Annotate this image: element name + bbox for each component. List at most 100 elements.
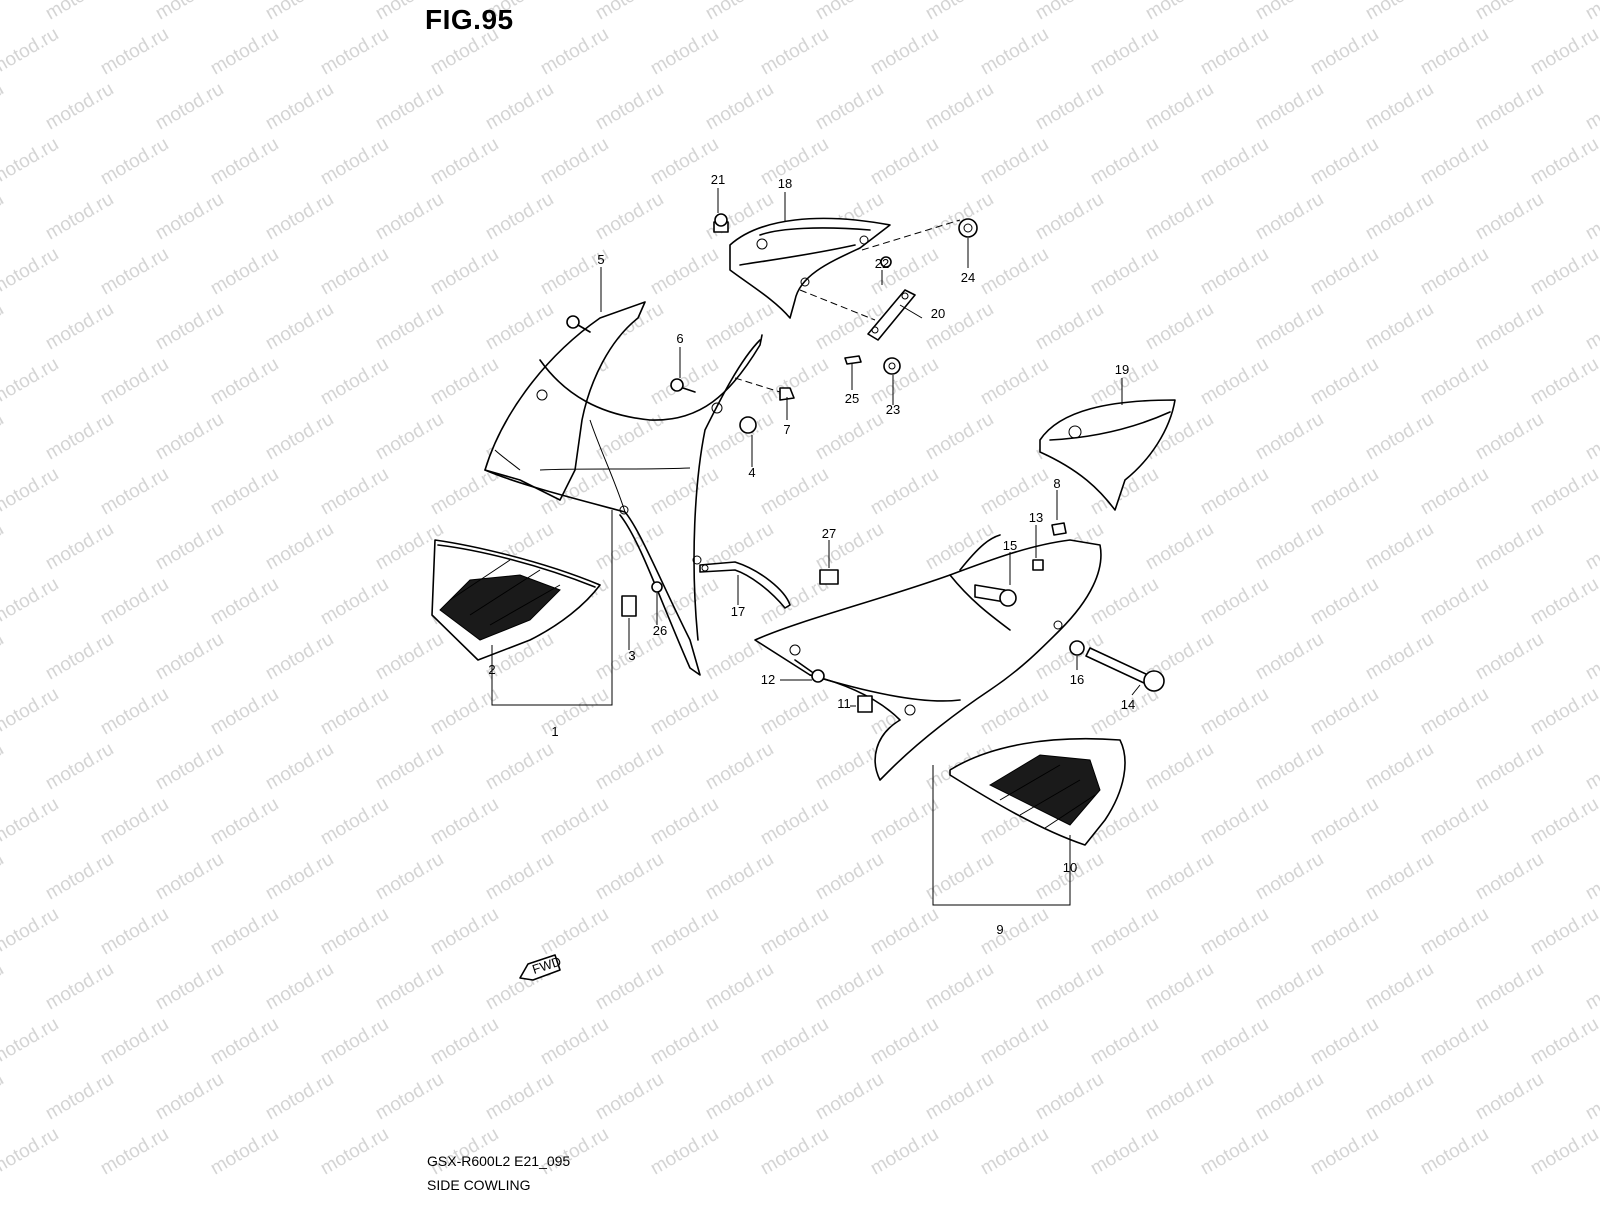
watermark-text: motod.ru [702,79,777,135]
watermark-text: motod.ru [1417,574,1492,630]
watermark-text: motod.ru [152,519,227,575]
watermark-text: motod.ru [97,794,172,850]
watermark-text: motod.ru [42,959,117,1015]
callout-16: 16 [1070,672,1084,687]
watermark-text: motod.ru [1142,739,1217,795]
watermark-text: motod.ru [812,409,887,465]
watermark-text: motod.ru [757,24,832,80]
watermark-text: motod.ru [152,409,227,465]
watermark-text: motod.ru [262,189,337,245]
watermark-text: motod.ru [537,24,612,80]
watermark-text: motod.ru [1087,904,1162,960]
watermark-text: motod.ru [0,24,62,80]
watermark-text: motod.ru [1472,79,1547,135]
watermark-text: motod.ru [1252,409,1327,465]
watermark-text: motod.ru [1197,1124,1272,1180]
watermark-text: motod.ru [702,409,777,465]
callout-13: 13 [1029,510,1043,525]
callout-1: 1 [551,724,558,739]
watermark-text: motod.ru [42,519,117,575]
callout-24: 24 [961,270,975,285]
watermark-text: motod.ru [1527,794,1600,850]
watermark-text: motod.ru [262,739,337,795]
watermark-text: motod.ru [867,354,942,410]
watermark-text: motod.ru [0,464,62,520]
callout-10: 10 [1063,860,1077,875]
watermark-text: motod.ru [1527,904,1600,960]
watermark-text: motod.ru [1032,189,1107,245]
watermark-text: motod.ru [1582,629,1600,685]
bracket [867,289,916,341]
upper-right-cowl [1039,399,1176,511]
watermark-text: motod.ru [1527,574,1600,630]
watermark-text: motod.ru [0,409,7,465]
watermark-text: motod.ru [1362,189,1437,245]
watermark-text: motod.ru [427,244,502,300]
callout-15: 15 [1003,538,1017,553]
watermark-text: motod.ru [1142,519,1217,575]
watermark-text: motod.ru [592,739,667,795]
watermark-text: motod.ru [1087,244,1162,300]
watermark-text: motod.ru [1307,464,1382,520]
watermark-text: motod.ru [1472,1069,1547,1125]
watermark-text: motod.ru [1472,519,1547,575]
watermark-text: motod.ru [152,299,227,355]
watermark-text: motod.ru [0,299,7,355]
watermark-text: motod.ru [1252,519,1327,575]
watermark-text: motod.ru [647,24,722,80]
watermark-text: motod.ru [647,354,722,410]
watermark-text: motod.ru [427,1014,502,1070]
watermark-text: motod.ru [922,0,997,24]
watermark-text: motod.ru [1472,189,1547,245]
watermark-text: motod.ru [977,1124,1052,1180]
watermark-text: motod.ru [262,519,337,575]
watermark-text: motod.ru [262,0,337,24]
watermark-text: motod.ru [97,464,172,520]
callout-7: 7 [783,422,790,437]
watermark-text: motod.ru [1472,959,1547,1015]
watermark-text: motod.ru [702,959,777,1015]
watermark-text: motod.ru [427,794,502,850]
watermark-text: motod.ru [0,684,62,740]
watermark-text: motod.ru [812,959,887,1015]
watermark-text: motod.ru [867,24,942,80]
watermark-text: motod.ru [1527,134,1600,190]
callout-8: 8 [1053,476,1060,491]
watermark-text: motod.ru [812,1069,887,1125]
watermark-text: motod.ru [317,354,392,410]
watermark-text: motod.ru [1142,299,1217,355]
watermark-text: motod.ru [1417,24,1492,80]
watermark-text: motod.ru [702,1069,777,1125]
watermark-text: motod.ru [1527,354,1600,410]
watermark-text: motod.ru [1252,959,1327,1015]
figure-title: FIG.95 [425,4,514,35]
watermark-text: motod.ru [1362,409,1437,465]
watermark-text: motod.ru [1362,519,1437,575]
left-side-cowling [484,301,763,676]
watermark-text: motod.ru [1252,739,1327,795]
watermark-text: motod.ru [0,519,7,575]
watermark-text: motod.ru [427,354,502,410]
watermark-text: motod.ru [317,464,392,520]
watermark-text: motod.ru [537,684,612,740]
watermark-text: motod.ru [592,0,667,24]
watermark-text: motod.ru [1252,1069,1327,1125]
watermark-text: motod.ru [1582,189,1600,245]
watermark-text: motod.ru [592,849,667,905]
callout-20: 20 [931,306,945,321]
watermark-text: motod.ru [977,134,1052,190]
watermark-text: motod.ru [757,904,832,960]
watermark-text: motod.ru [757,794,832,850]
watermark-text: motod.ru [0,959,7,1015]
watermark-text: motod.ru [207,904,282,960]
watermark-text: motod.ru [207,574,282,630]
watermark-text: motod.ru [42,629,117,685]
watermark-text: motod.ru [537,1014,612,1070]
watermark-text: motod.ru [1362,0,1437,24]
watermark-text: motod.ru [97,244,172,300]
watermark-text: motod.ru [42,849,117,905]
watermark-text: motod.ru [757,464,832,520]
watermark-text: motod.ru [42,409,117,465]
watermark-text: motod.ru [1582,79,1600,135]
watermark-text: motod.ru [1142,849,1217,905]
